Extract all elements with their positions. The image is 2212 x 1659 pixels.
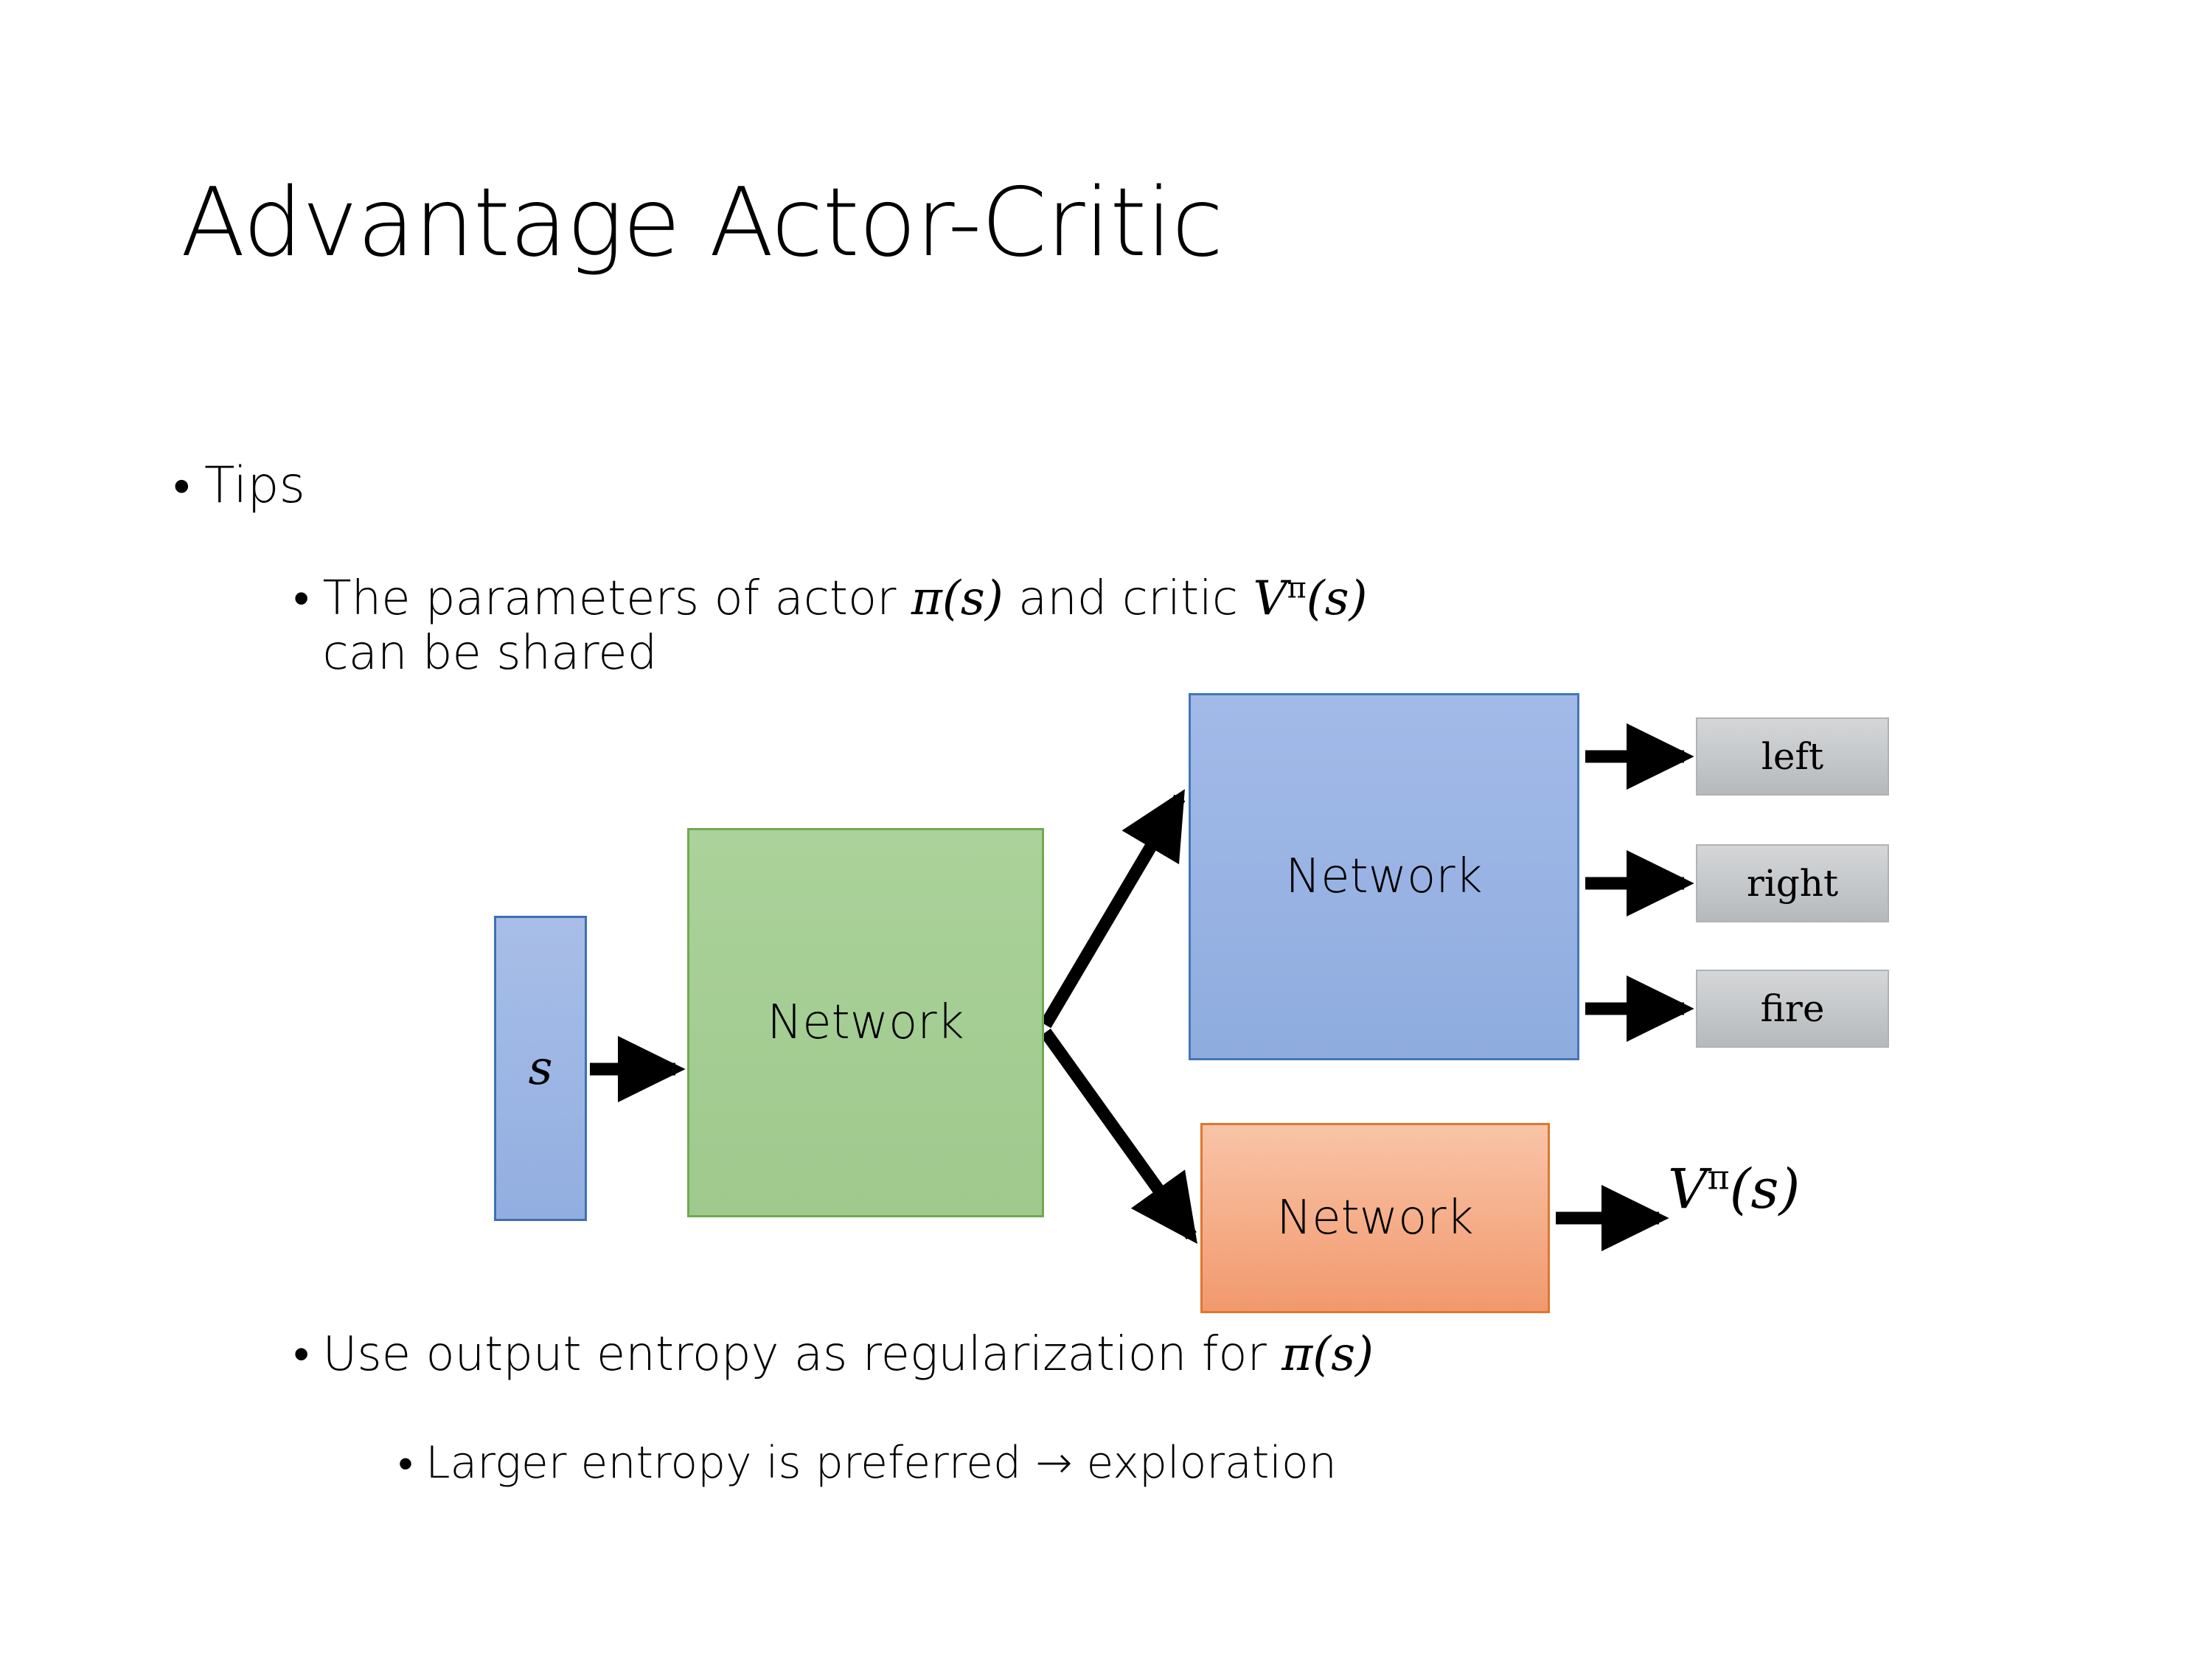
v-base: V (1253, 571, 1287, 626)
value-base: V (1668, 1158, 1708, 1221)
entropy-text: Use output entropy as regularization for (322, 1327, 1282, 1382)
critic-network-label: Network (1276, 1191, 1474, 1245)
bullet-entropy-regularization: • Use output entropy as regularization f… (293, 1327, 2100, 1382)
action-box-fire: fire (1696, 970, 1889, 1048)
pi-of-s-math: π(𝑠) (911, 571, 1004, 626)
bullet-tips-label: Tips (204, 456, 305, 515)
critic-network-box: Network (1200, 1123, 1550, 1313)
parameters-text-before: The parameters of actor (322, 571, 911, 626)
input-state-box: 𝑠 (494, 916, 587, 1221)
bullet-marker-icon: • (293, 573, 310, 625)
shared-network-box: Network (687, 828, 1044, 1217)
bullet-larger-entropy: • Larger entropy is preferred → explorat… (398, 1437, 2168, 1489)
action-box-right: right (1696, 844, 1889, 922)
v-exponent-pi: π (1287, 571, 1307, 605)
input-state-label: 𝑠 (528, 1041, 553, 1096)
bullet-entropy-text: Use output entropy as regularization for… (323, 1327, 2100, 1382)
bullet-parameters-text: The parameters of actor π(𝑠) and critic … (323, 571, 2100, 681)
actor-network-label: Network (1285, 849, 1483, 904)
v-argument: (𝑠) (1306, 571, 1368, 626)
shared-network-label: Network (767, 995, 964, 1050)
bullet-parameters-shared: • The parameters of actor π(𝑠) and criti… (293, 571, 2100, 681)
action-label-fire: fire (1760, 987, 1825, 1030)
pi-of-s-math: π(𝑠) (1281, 1327, 1374, 1382)
bullet-tips: • Tips (173, 456, 1058, 515)
actor-network-box: Network (1189, 693, 1579, 1060)
bullet-marker-icon: • (173, 458, 190, 514)
value-exponent-pi: π (1707, 1157, 1730, 1197)
bullet-larger-label: Larger entropy is preferred → exploratio… (425, 1437, 1337, 1489)
page-title: Advantage Actor-Critic (181, 168, 1223, 278)
bullet-marker-icon: • (398, 1439, 413, 1488)
parameters-text-middle: and critic (1003, 571, 1253, 626)
action-label-left: left (1761, 735, 1824, 778)
value-argument: (𝑠) (1729, 1158, 1801, 1221)
action-box-left: left (1696, 717, 1889, 796)
arrow-shared-to-critic (1040, 1029, 1197, 1245)
bullet-marker-icon: • (293, 1329, 310, 1381)
v-pi-of-s-math: Vπ(𝑠) (1253, 571, 1367, 626)
value-function-output-label: Vπ(𝑠) (1668, 1158, 1800, 1221)
parameters-line2: can be shared (322, 626, 658, 681)
action-label-right: right (1746, 862, 1839, 905)
arrow-shared-to-actor (1040, 789, 1186, 1029)
